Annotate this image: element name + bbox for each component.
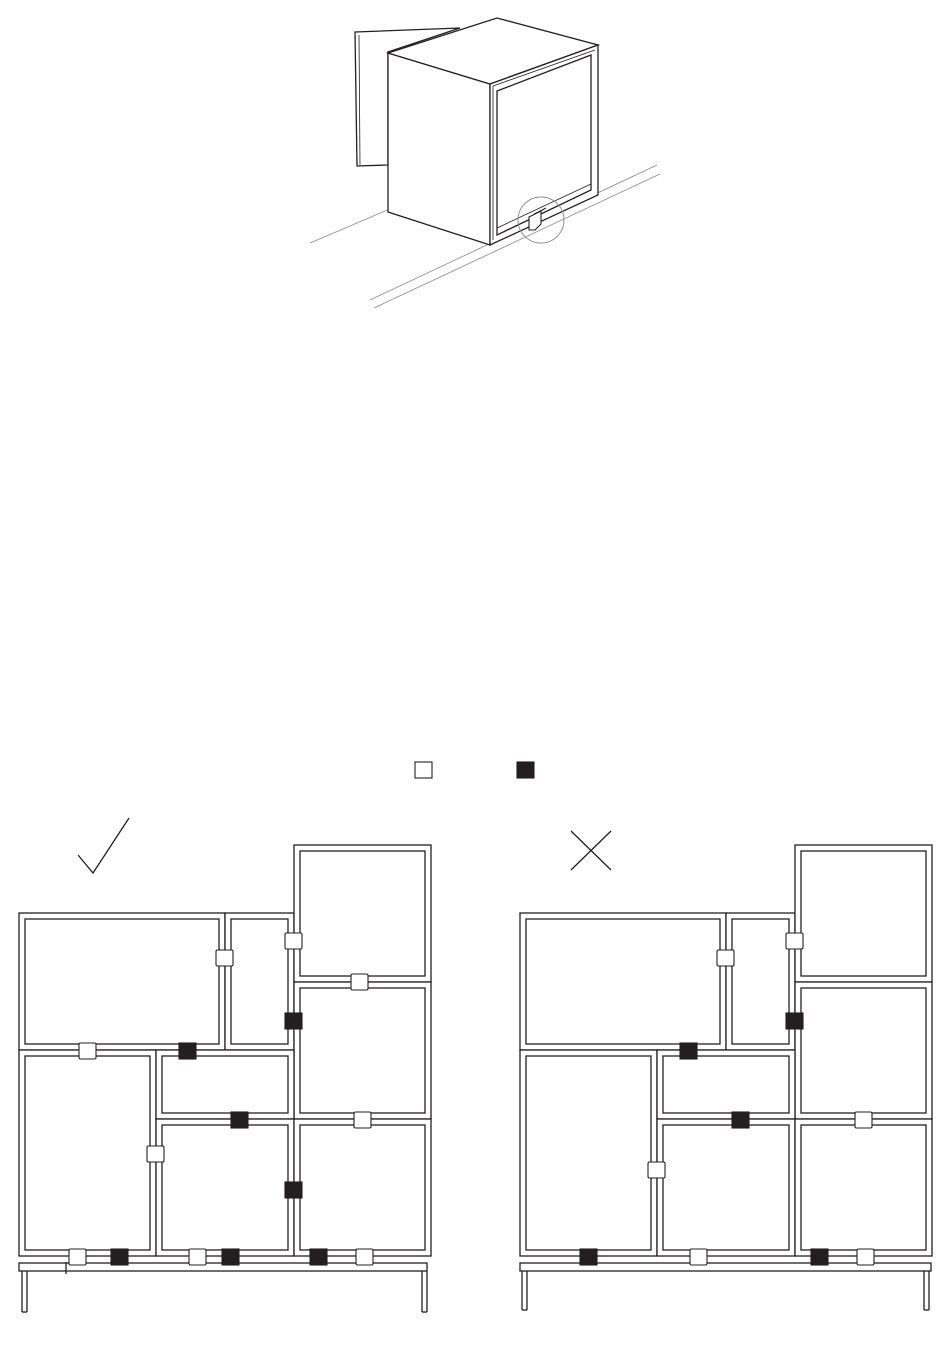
legend <box>415 762 534 778</box>
check-mark-icon <box>78 818 129 873</box>
incorrect-shelf-example <box>520 845 932 1310</box>
cube-module-illustration <box>310 18 660 308</box>
legend-black-clip <box>517 762 534 778</box>
legend-white-clip <box>415 762 432 778</box>
correct-shelf-example <box>19 845 431 1312</box>
cross-mark-icon <box>571 831 611 870</box>
